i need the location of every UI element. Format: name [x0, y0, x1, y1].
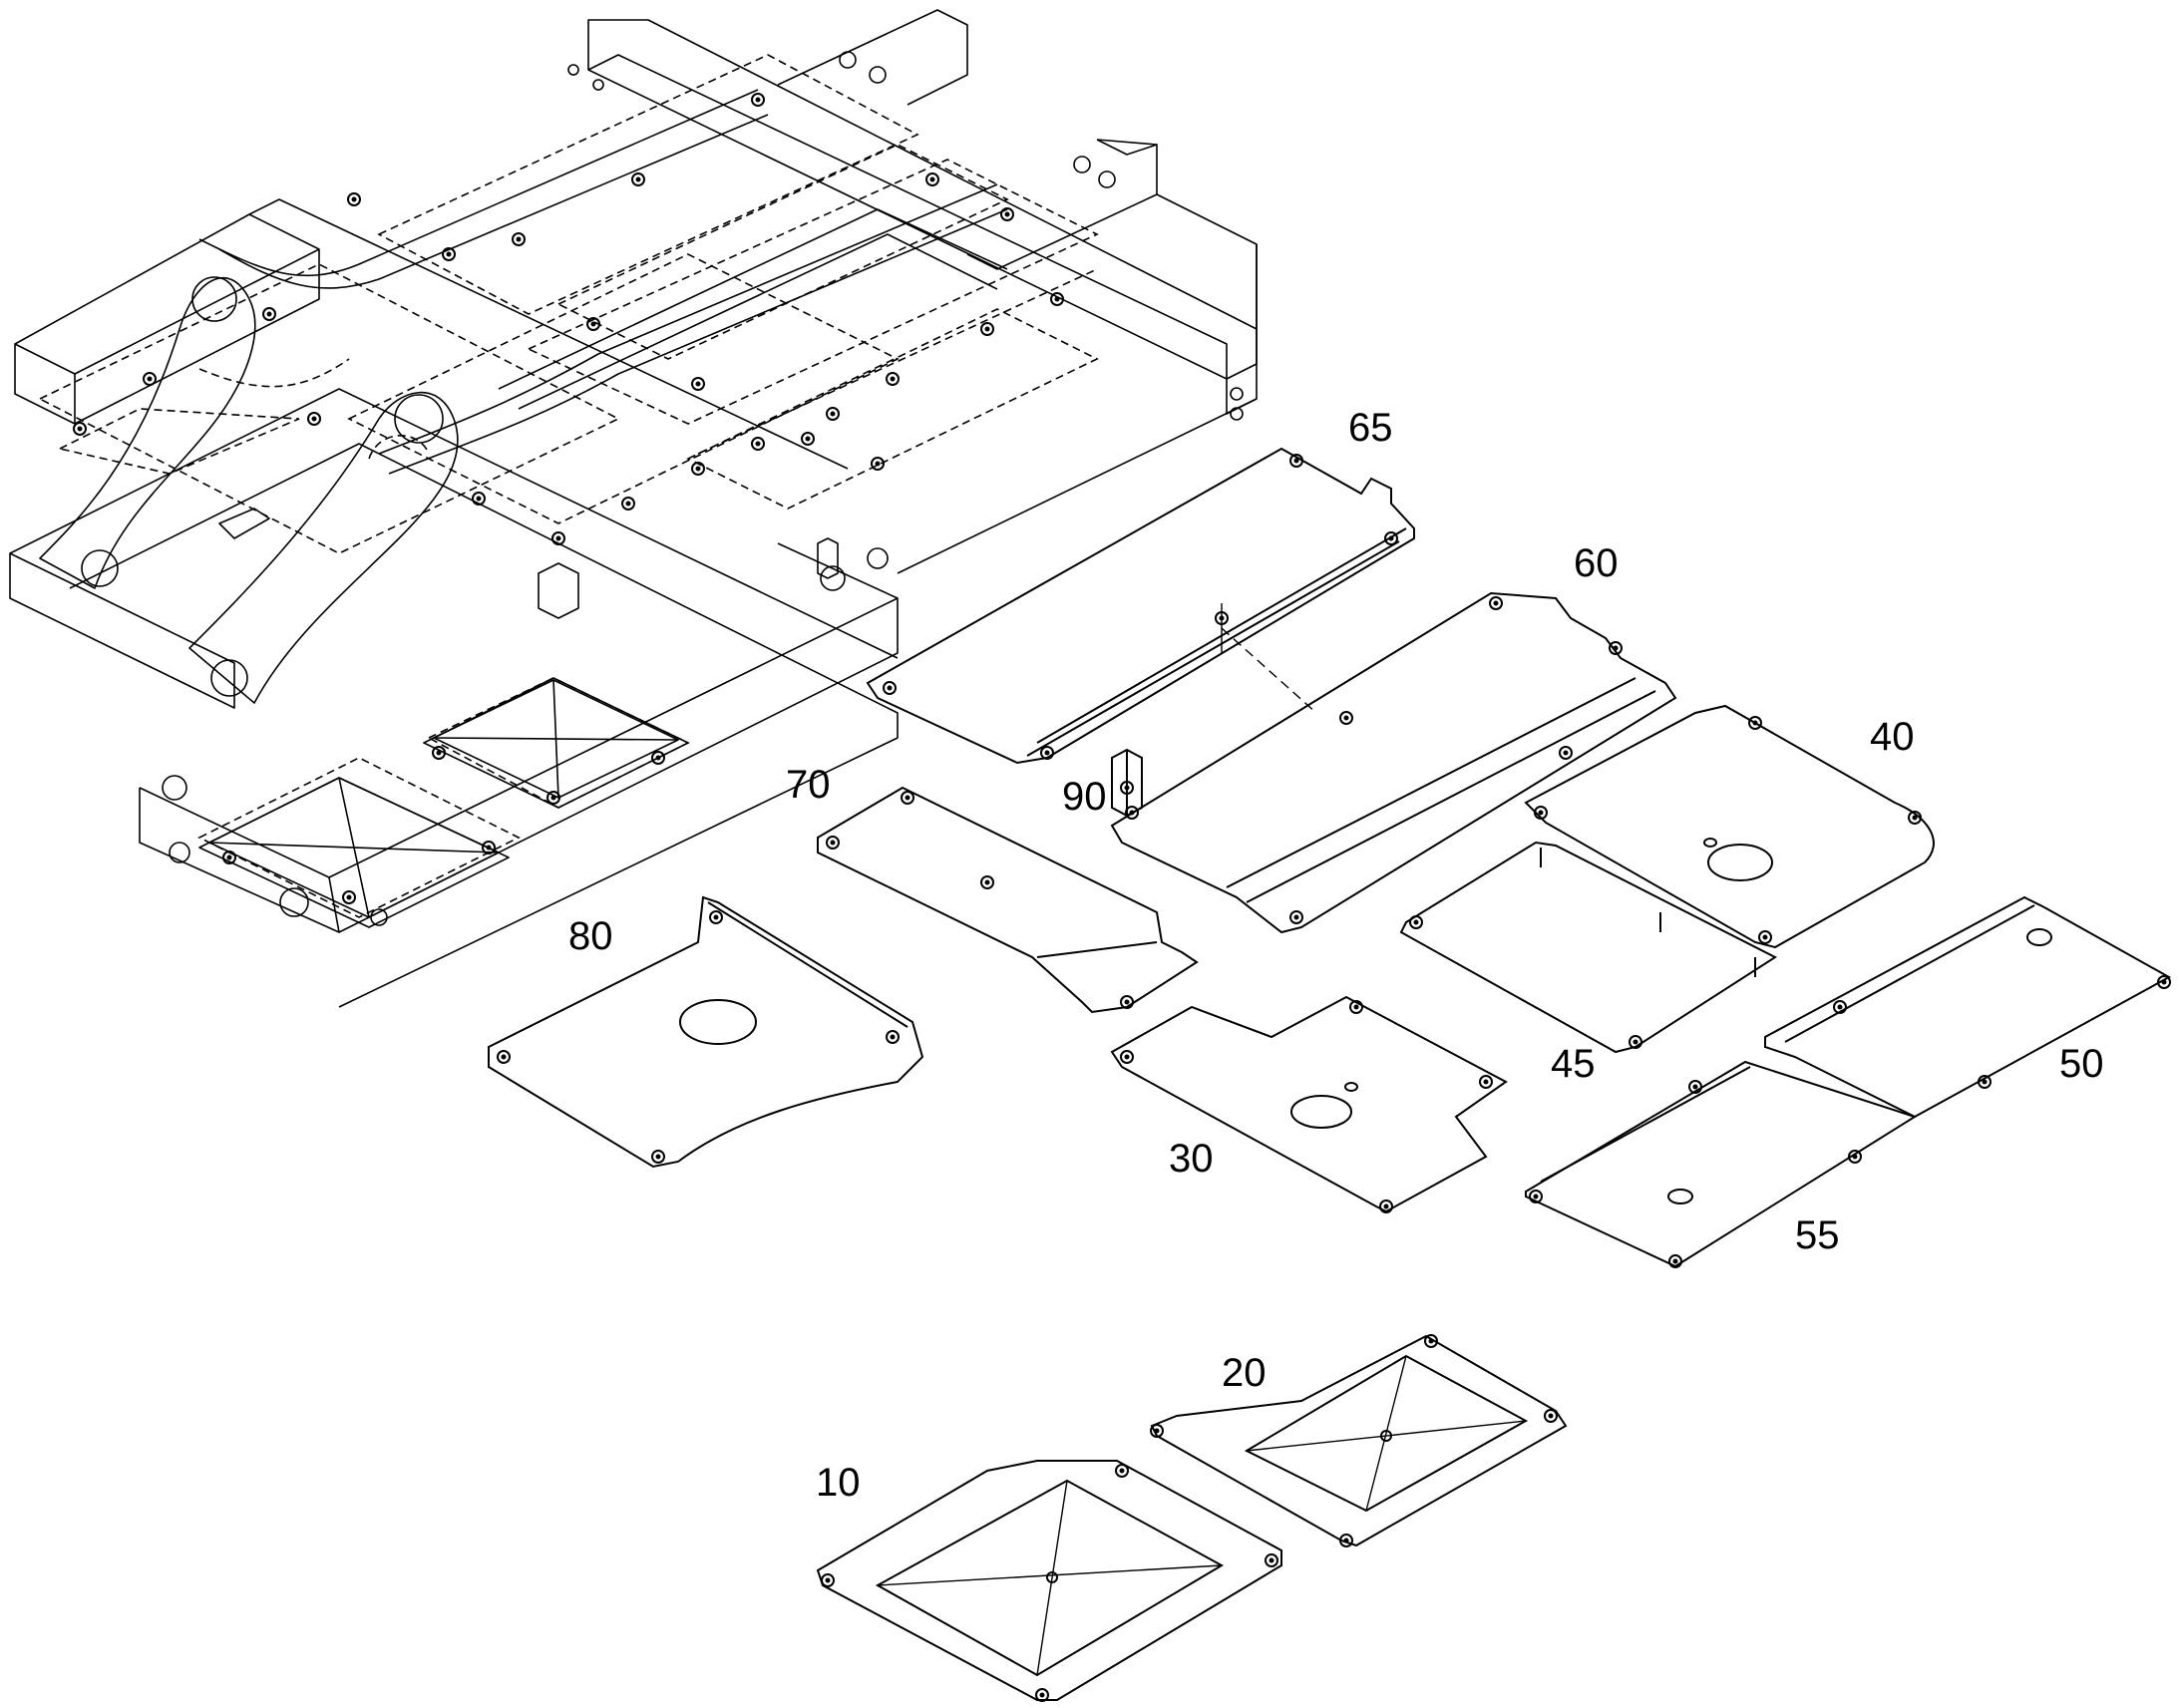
- callout-50: 50: [2059, 1042, 2104, 1086]
- frame-bolts: [73, 93, 1064, 904]
- part-55-cover-plate[interactable]: [1525, 1060, 1918, 1268]
- part-45-cover-plate[interactable]: [1399, 841, 1778, 1054]
- callout-70: 70: [786, 763, 831, 807]
- part-30-cover-plate[interactable]: [1110, 995, 1508, 1213]
- part-50-bolts: [1833, 975, 2171, 1089]
- callout-65: 65: [1348, 406, 1393, 450]
- leader-line-65-60: [1221, 627, 1317, 714]
- part-20-bolts: [1150, 1334, 1558, 1547]
- part-80-bolts: [497, 910, 900, 1164]
- callout-45: 45: [1551, 1042, 1596, 1086]
- callout-55: 55: [1795, 1213, 1840, 1257]
- part-45-bolts: [1409, 915, 1642, 1049]
- part-60-bolts: [1125, 596, 1623, 924]
- part-10-bolts: [821, 1464, 1278, 1702]
- callout-30: 30: [1169, 1137, 1214, 1181]
- part-65-cover-plate[interactable]: [866, 447, 1415, 765]
- part-10-floor-mat[interactable]: [816, 1460, 1282, 1701]
- part-70-bolts: [826, 791, 1134, 1009]
- part-60-cover-plate[interactable]: [1110, 591, 1677, 934]
- callout-60: 60: [1574, 541, 1619, 585]
- callout-40: 40: [1870, 715, 1915, 759]
- part-40-cover-plate[interactable]: [1524, 704, 1935, 949]
- callout-80: 80: [568, 914, 613, 958]
- part-40-bolts: [1534, 716, 1922, 944]
- part-65-bolts: [883, 454, 1398, 760]
- part-30-bolts: [1120, 1000, 1493, 1213]
- callout-20: 20: [1222, 1351, 1267, 1395]
- part-callouts: 65 60 40 70 90 80 45 50 30 55 20 10: [568, 406, 2104, 1505]
- part-80-cover-plate[interactable]: [488, 895, 924, 1169]
- callout-90: 90: [1062, 775, 1107, 819]
- upper-frame: [9, 9, 1258, 1008]
- part-50-cover-plate[interactable]: [1764, 895, 2172, 1119]
- part-20-floor-mat[interactable]: [1150, 1334, 1568, 1547]
- frame-panel-outlines: [38, 54, 1099, 918]
- part-70-cover-plate[interactable]: [817, 786, 1199, 1014]
- callout-10: 10: [816, 1461, 861, 1505]
